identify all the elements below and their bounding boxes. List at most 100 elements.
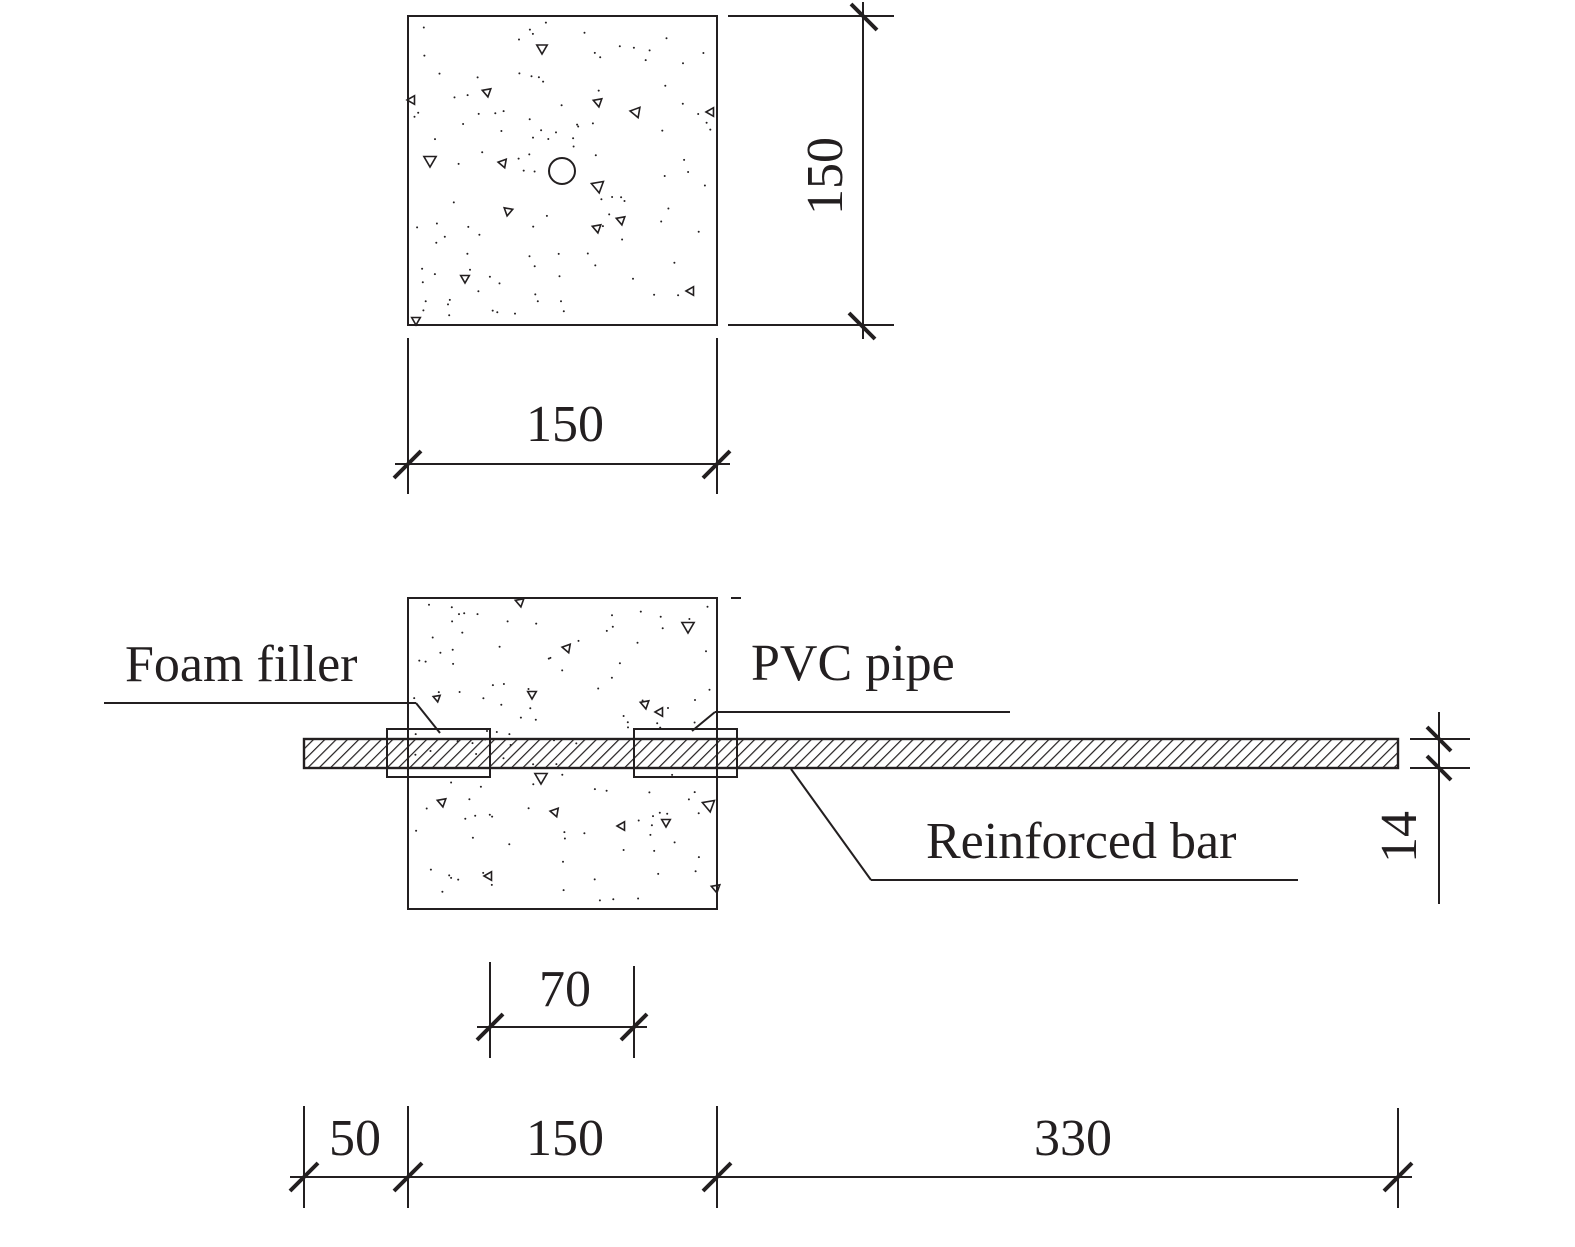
concrete-speck [434, 138, 436, 141]
concrete-speck [572, 145, 575, 148]
concrete-speck [563, 831, 566, 834]
aggregate-mark [410, 316, 422, 327]
concrete-speck [500, 703, 503, 706]
concrete-speck [597, 89, 600, 92]
concrete-speck [518, 72, 521, 75]
aggregate-mark [590, 223, 603, 235]
concrete-speck [439, 651, 442, 654]
concrete-speck [673, 841, 676, 844]
pvc-pipe-sleeve [633, 728, 738, 778]
concrete-speck [421, 281, 424, 284]
concrete-speck [683, 158, 686, 161]
concrete-speck [435, 222, 438, 225]
concrete-speck [608, 213, 611, 216]
concrete-speck [476, 613, 479, 616]
length-chain-dimension: 50 150 330 [288, 1106, 1414, 1208]
concrete-speck [491, 684, 494, 687]
concrete-speck [549, 656, 552, 659]
concrete-speck [687, 798, 690, 801]
section-height-dimension: 150 [728, 2, 894, 341]
concrete-speck [482, 871, 485, 874]
block-length-label: 150 [526, 1110, 604, 1167]
concrete-speck [461, 631, 464, 634]
concrete-speck [421, 267, 424, 270]
concrete-speck [413, 115, 416, 118]
concrete-speck [688, 618, 691, 620]
concrete-speck [418, 659, 421, 662]
concrete-speck [448, 874, 451, 877]
concrete-speck [532, 225, 535, 228]
concrete-speck [467, 225, 470, 228]
concrete-speck [482, 697, 485, 700]
concrete-speck [659, 615, 662, 618]
concrete-speck [469, 268, 471, 271]
concrete-speck [632, 46, 635, 49]
concrete-speck [532, 136, 534, 139]
concrete-speck [637, 819, 640, 822]
concrete-speck [533, 265, 536, 268]
section-width-dimension: 150 [392, 338, 732, 494]
concrete-speck [650, 824, 653, 827]
concrete-speck [681, 102, 684, 105]
concrete-speck [649, 833, 652, 836]
concrete-speck [528, 255, 531, 258]
concrete-speck [451, 648, 454, 651]
concrete-speck [481, 151, 484, 154]
concrete-speck [542, 80, 545, 83]
concrete-speck [708, 688, 711, 691]
concrete-speck [416, 226, 419, 229]
concrete-speck [599, 56, 602, 59]
concrete-speck [447, 303, 449, 306]
concrete-speck [705, 650, 707, 653]
aggregate-mark [405, 94, 416, 106]
concrete-speck [479, 785, 482, 788]
concrete-speck [644, 59, 647, 62]
concrete-speck [441, 890, 444, 893]
concrete-speck [528, 118, 531, 121]
concrete-speck [563, 837, 566, 840]
concrete-speck [610, 676, 613, 679]
aggregate-mark [615, 820, 626, 832]
concrete-speck [530, 75, 533, 78]
concrete-speck [453, 96, 456, 99]
bar-diameter-label: 14 [1371, 811, 1428, 863]
concrete-speck [486, 730, 488, 732]
aggregate-mark [548, 806, 560, 819]
concrete-speck [537, 76, 540, 79]
concrete-speck [664, 84, 667, 87]
concrete-speck [562, 310, 565, 313]
concrete-speck [653, 849, 656, 852]
section-height-label: 150 [797, 137, 854, 215]
concrete-speck [618, 662, 621, 665]
concrete-speck [611, 614, 613, 617]
concrete-speck [593, 51, 596, 54]
concrete-speck [495, 731, 498, 733]
sleeve-spacing-label: 70 [539, 961, 591, 1018]
concrete-speck [612, 898, 615, 901]
concrete-speck [697, 230, 700, 233]
concrete-speck [448, 298, 451, 301]
concrete-speck [666, 812, 669, 815]
concrete-speck [618, 45, 621, 48]
concrete-speck [422, 26, 425, 29]
concrete-speck [673, 261, 676, 264]
aggregate-mark [480, 87, 493, 99]
concrete-speck [653, 293, 656, 296]
aggregate-mark [526, 690, 538, 701]
concrete-speck [433, 273, 436, 276]
concrete-speck [498, 282, 501, 285]
concrete-speck [697, 812, 700, 815]
concrete-speck [682, 62, 684, 65]
concrete-speck [593, 788, 596, 791]
concrete-speck [671, 773, 674, 776]
concrete-speck [620, 196, 623, 199]
concrete-speck [611, 625, 614, 628]
section-width-label: 150 [526, 396, 604, 453]
concrete-speck [583, 31, 586, 34]
concrete-speck [502, 683, 505, 685]
concrete-speck [423, 54, 426, 57]
concrete-speck [450, 606, 453, 609]
concrete-speck [697, 113, 700, 115]
concrete-speck [702, 52, 705, 54]
aggregate-mark [591, 97, 604, 109]
